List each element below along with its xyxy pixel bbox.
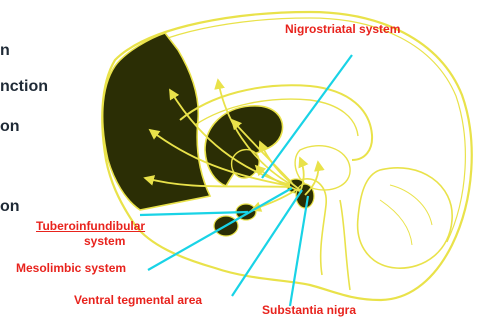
label-ventral-tegmental-area: Ventral tegmental area: [74, 293, 202, 307]
label-nigrostriatal-system: Nigrostriatal system: [285, 22, 400, 36]
label-mesolimbic-system: Mesolimbic system: [16, 261, 126, 275]
label-tuberoinfundibular: Tuberoinfundibular: [36, 219, 145, 233]
label-substantia-nigra: Substantia nigra: [262, 303, 356, 317]
label-tuberoinfundibular-system: system: [84, 234, 125, 248]
